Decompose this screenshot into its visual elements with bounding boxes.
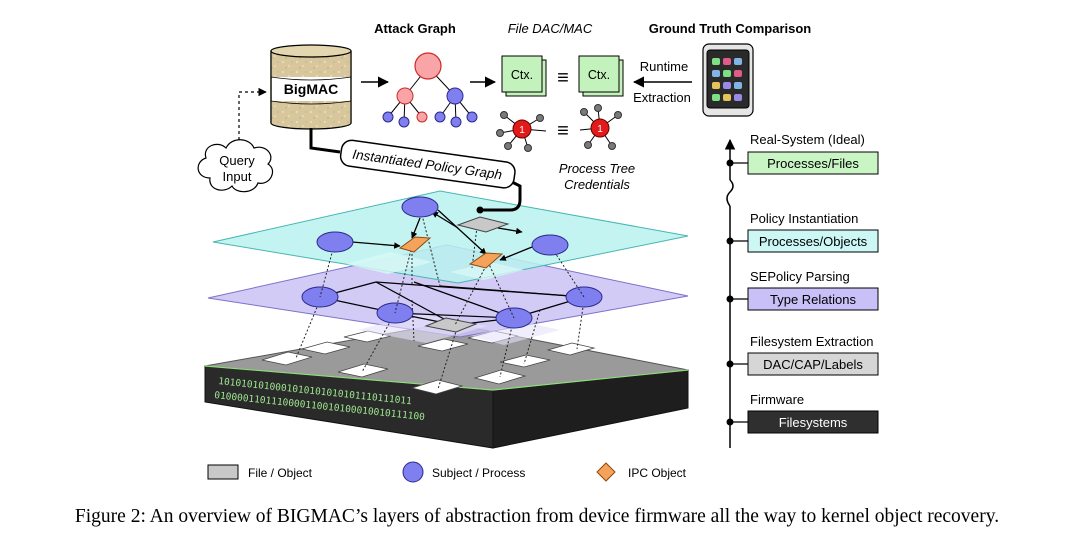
ipc-node (398, 236, 432, 253)
stack-box-processes-files (747, 151, 879, 175)
attack-graph-tree (382, 52, 478, 128)
file-node (424, 317, 478, 333)
legend-file-swatch (207, 464, 239, 480)
process-node (401, 196, 439, 218)
file-object (546, 342, 596, 356)
ground-truth-heading: Ground Truth Comparison (649, 21, 812, 36)
svg-text:DAC/CAP/Labels: DAC/CAP/Labels (763, 357, 863, 372)
highlight-region (450, 262, 524, 280)
process-tree-line-2: Credentials (564, 177, 630, 192)
file-object (417, 338, 469, 352)
file-object (301, 341, 351, 355)
ipc-node (468, 252, 504, 269)
equivalence-symbol: ≡ (557, 67, 569, 89)
abstraction-stack: Real-System (Ideal) Processes/Files Poli… (724, 132, 879, 448)
bigmac-database: BigMAC (270, 44, 352, 130)
legend-process-label: Subject / Process (432, 466, 525, 480)
stack-title-policy-instantiation: Policy Instantiation (750, 211, 858, 226)
svg-text:Processes/Objects: Processes/Objects (759, 234, 868, 249)
processes-objects-layer (212, 190, 689, 284)
stack-box-type-relations (747, 287, 879, 311)
equivalence-symbol-2: ≡ (557, 120, 569, 142)
file-object (410, 379, 464, 395)
runtime-line-2: Extraction (633, 90, 691, 105)
svg-text:1: 1 (519, 125, 525, 136)
file-node (456, 216, 510, 233)
svg-text:Processes/Files: Processes/Files (767, 156, 859, 171)
svg-text:Filesystems: Filesystems (779, 415, 848, 430)
query-input-line-2: Input (223, 169, 252, 184)
file-dac-mac-heading: File DAC/MAC (508, 21, 593, 36)
stack-box-dac-cap-labels (747, 352, 879, 376)
stack-title-filesystem-extraction: Filesystem Extraction (750, 334, 874, 349)
instance-edges (351, 209, 533, 261)
process-node (531, 234, 569, 256)
stack-title-real-system: Real-System (Ideal) (750, 132, 865, 147)
legend-process-swatch (402, 461, 424, 483)
ctx-document-left: Ctx. (501, 55, 547, 97)
process-node (316, 231, 354, 253)
legend: File / Object Subject / Process IPC Obje… (207, 461, 687, 483)
query-to-bigmac-arrow (238, 87, 267, 140)
attack-graph-heading: Attack Graph (374, 21, 456, 36)
process-star-right: 1 (579, 104, 622, 150)
attack-root-node (414, 52, 442, 80)
policy-graph-connector (309, 128, 522, 212)
file-object (261, 351, 313, 366)
instance-nodes (316, 196, 569, 269)
highlight-region (346, 252, 432, 274)
query-input-cloud: Query Input (197, 139, 273, 193)
svg-text:Ctx.: Ctx. (588, 68, 610, 82)
purple-to-firmware-links (295, 299, 585, 390)
stack-box-filesystems (747, 410, 879, 434)
svg-text:Ctx.: Ctx. (511, 68, 533, 82)
process-star-left: 1 (496, 111, 547, 152)
type-relation-nodes (301, 286, 603, 333)
device-phone-icon (702, 43, 754, 117)
bigmac-overview-diagram: 1010101010001010101010101110111011 01000… (197, 21, 879, 483)
bigmac-label: BigMAC (284, 81, 338, 97)
legend-ipc-swatch (596, 462, 616, 482)
legend-ipc-label: IPC Object (628, 466, 687, 480)
process-node (565, 286, 603, 308)
instantiated-policy-graph-label: Instantiated Policy Graph (339, 139, 516, 189)
runtime-line-1: Runtime (640, 59, 688, 74)
highlight-region (470, 322, 560, 345)
figure-caption: Figure 2: An overview of BIGMAC’s layers… (74, 506, 1000, 527)
svg-text:1: 1 (597, 124, 603, 135)
ctx-document-right: Ctx. (578, 55, 624, 97)
query-input-line-1: Query (219, 153, 255, 168)
stack-title-firmware: Firmware (750, 392, 804, 407)
stack-box-processes-objects (747, 229, 879, 253)
firmware-files (261, 330, 596, 395)
legend-file-label: File / Object (248, 466, 313, 480)
svg-text:Type Relations: Type Relations (770, 292, 856, 307)
stack-title-sepolicy: SEPolicy Parsing (750, 269, 850, 284)
process-tree-line-1: Process Tree (559, 161, 635, 176)
